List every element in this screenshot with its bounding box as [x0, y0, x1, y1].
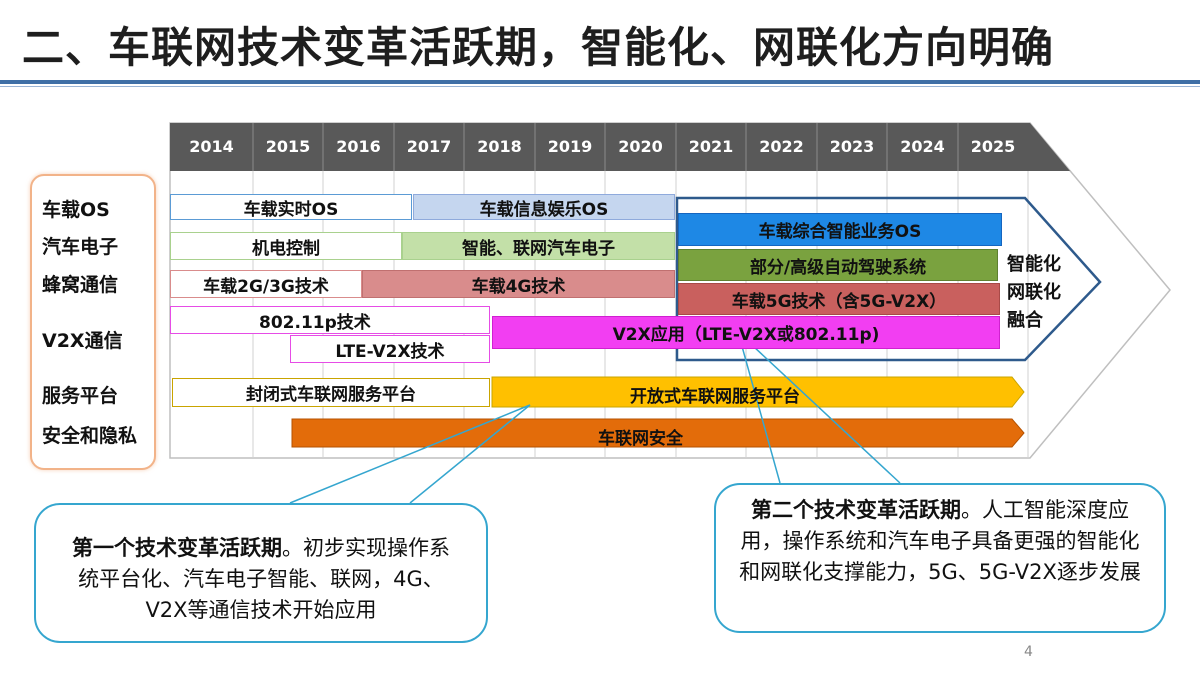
callout-phase2-body: 。人工智能深度应用，操作系统和汽车电子具备更强的智能化和网联化支撑能力，5G、5…	[739, 498, 1141, 584]
timeline-arrow-header	[170, 123, 1070, 171]
bar-os-integrated: 车载综合智能业务OS	[678, 213, 1002, 246]
year-header: 2014 2015 2016 2017 2018 2019 2020 2021 …	[170, 123, 1030, 171]
callout-phase1-heading: 第一个技术变革活跃期	[72, 536, 282, 560]
label-platform-open: 开放式车联网服务平台	[630, 387, 800, 407]
label-security: 车联网安全	[598, 429, 683, 449]
title-underline-thin	[0, 86, 1200, 87]
callout-phase2: 第二个技术变革活跃期。人工智能深度应用，操作系统和汽车电子具备更强的智能化和网联…	[714, 483, 1166, 633]
row-label-os: 车载OS	[42, 199, 110, 221]
row-label-platform: 服务平台	[42, 385, 119, 407]
bar-v2x-app: V2X应用（LTE-V2X或802.11p)	[492, 316, 1000, 349]
bar-v2x-lte: LTE-V2X技术	[290, 335, 490, 363]
row-labels-panel	[30, 174, 156, 470]
year-2021: 2021	[688, 137, 734, 156]
row-label-electronics: 汽车电子	[42, 236, 119, 258]
header-dividers	[252, 123, 959, 171]
year-2015: 2015	[265, 137, 311, 156]
year-2022: 2022	[759, 137, 804, 156]
side-label-connected: 网联化	[1007, 282, 1061, 303]
page-number: 4	[1024, 644, 1033, 660]
callout-phase2-heading: 第二个技术变革活跃期	[751, 498, 961, 522]
side-label-intelligent: 智能化	[1007, 254, 1061, 275]
callout-phase1: 第一个技术变革活跃期。初步实现操作系统平台化、汽车电子智能、联网，4G、V2X等…	[34, 503, 488, 643]
year-2014: 2014	[189, 137, 234, 156]
bar-platform-closed: 封闭式车联网服务平台	[172, 378, 490, 407]
bar-os-realtime: 车载实时OS	[170, 194, 412, 220]
row-label-v2x: V2X通信	[42, 330, 123, 352]
callout1-pointer	[289, 404, 531, 504]
year-2024: 2024	[900, 137, 945, 156]
bar-cellular-4g: 车载4G技术	[362, 270, 675, 298]
side-label-fusion: 融合	[1007, 310, 1043, 331]
year-2017: 2017	[406, 137, 452, 156]
bar-cellular-5g: 车载5G技术（含5G-V2X）	[678, 283, 1000, 315]
page-title: 二、车联网技术变革活跃期，智能化、网联化方向明确	[22, 23, 1055, 72]
year-2020: 2020	[618, 137, 663, 156]
platform-open-bar	[491, 376, 1025, 408]
bar-os-infotainment: 车载信息娱乐OS	[413, 194, 675, 220]
bar-v2x-80211p: 802.11p技术	[170, 306, 490, 334]
row-label-cellular: 蜂窝通信	[42, 274, 119, 296]
row-label-security: 安全和隐私	[42, 425, 138, 447]
bar-autonomous: 部分/高级自动驾驶系统	[678, 249, 998, 281]
year-2023: 2023	[829, 137, 875, 156]
year-2019: 2019	[547, 137, 593, 156]
bar-electromech: 机电控制	[170, 232, 402, 260]
bar-smart-electronics: 智能、联网汽车电子	[402, 232, 675, 260]
year-2018: 2018	[477, 137, 522, 156]
security-bar	[291, 418, 1025, 448]
callout-phase1-body: 。初步实现操作系统平台化、汽车电子智能、联网，4G、V2X等通信技术开始应用	[78, 536, 450, 622]
title-underline	[0, 80, 1200, 84]
bar-cellular-2g3g: 车载2G/3G技术	[170, 270, 362, 298]
year-2025: 2025	[970, 137, 1016, 156]
year-2016: 2016	[336, 137, 381, 156]
